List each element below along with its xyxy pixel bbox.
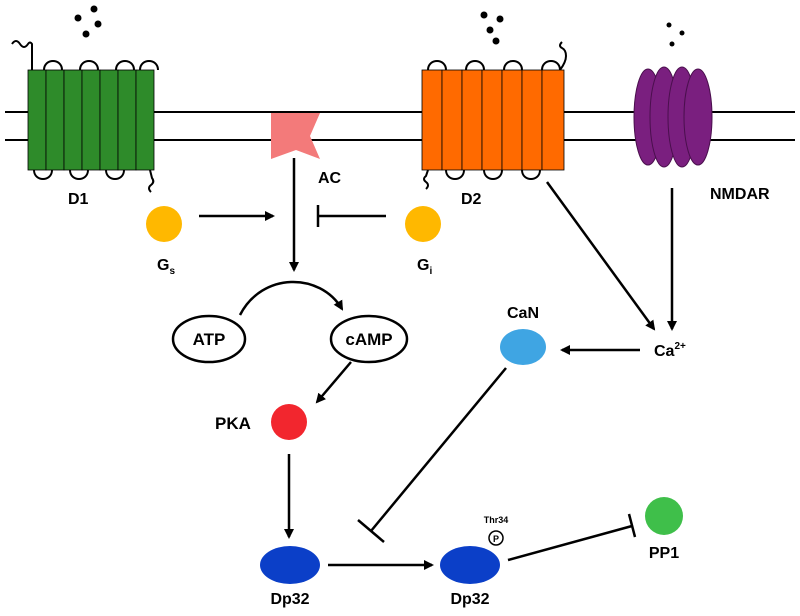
gi-label: Gi [417, 257, 432, 277]
gs-label: Gs [157, 257, 175, 277]
can-inhibition-line [357, 367, 507, 543]
gs-protein-node [146, 206, 182, 242]
d1-receptor-icon [11, 40, 159, 193]
atp-to-camp-curve-arrow [238, 280, 344, 316]
d1-label: D1 [68, 191, 89, 208]
dopamine-dots-icon-d2 [480, 11, 504, 45]
nmdar-label: NMDAR [710, 186, 770, 203]
dp32-pp1-inhibition-line [507, 513, 637, 562]
d2-label: D2 [461, 191, 482, 208]
gi-protein-node [405, 206, 441, 242]
pp1-node [645, 497, 683, 535]
phospho-label: P [493, 534, 499, 544]
dp32-right-label: Dp32 [450, 591, 489, 608]
glutamate-dots-icon [666, 22, 685, 47]
camp-node [329, 314, 409, 364]
thr34-label: Thr34 [484, 515, 509, 525]
dp32-left-label: Dp32 [270, 591, 309, 608]
d2-to-calcium-arrow [545, 181, 656, 331]
phospho-badge-icon [488, 530, 504, 546]
calcium-label: Ca2+ [654, 341, 686, 360]
nmdar-channel-icon [633, 66, 713, 168]
gi-inhibition-line [316, 205, 386, 227]
dp32-node-left [260, 546, 320, 584]
pka-label: PKA [215, 414, 251, 433]
atp-label: ATP [193, 330, 226, 349]
camp-label: cAMP [345, 330, 392, 349]
pka-node [271, 404, 307, 440]
ac-label: AC [318, 170, 342, 187]
can-node [500, 329, 546, 365]
d2-receptor-icon [421, 41, 568, 190]
pp1-label: PP1 [649, 545, 679, 562]
adenylyl-cyclase-icon [271, 113, 320, 159]
can-label: CaN [507, 305, 539, 322]
camp-to-pka-arrow [315, 361, 352, 404]
atp-node [171, 314, 247, 364]
dp32-node-right [440, 546, 500, 584]
dopamine-dots-icon-d1 [74, 5, 102, 38]
